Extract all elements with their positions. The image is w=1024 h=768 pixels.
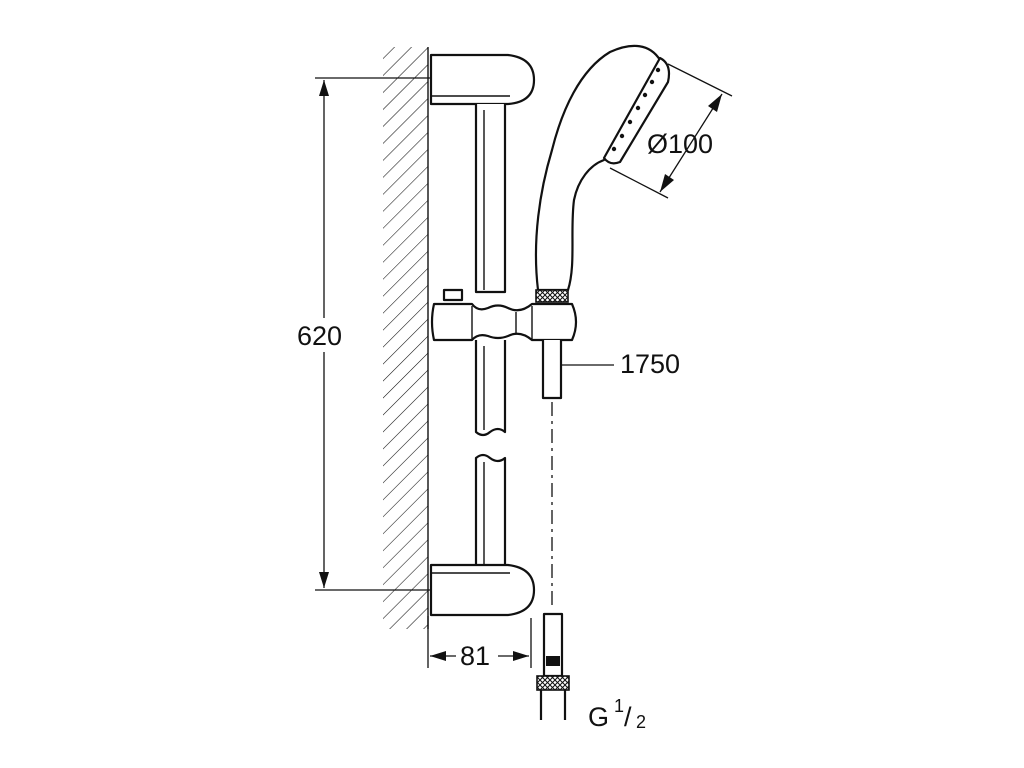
shower-hose	[536, 340, 570, 720]
hose-connector-knurled	[536, 675, 570, 691]
sliding-holder	[430, 288, 578, 342]
rail-bar-lower	[474, 340, 507, 437]
dimension-wall-distance: 81	[427, 616, 532, 672]
dim-label-620: 620	[297, 321, 342, 351]
thread-label-denominator: 2	[636, 712, 646, 732]
dim-label-diameter: Ø100	[647, 129, 713, 159]
dimension-hose-length: 1750	[561, 349, 680, 379]
bottom-wall-bracket	[429, 563, 536, 617]
thread-label-numerator: 1	[614, 696, 624, 716]
hand-shower	[534, 44, 671, 303]
thread-label-main: G	[588, 702, 609, 732]
thread-label-slash: /	[624, 702, 632, 732]
hose-nut-knurled	[535, 289, 569, 303]
top-wall-bracket	[429, 53, 536, 106]
slide-rail	[429, 53, 536, 617]
wall	[383, 47, 429, 629]
dim-label-81: 81	[460, 641, 490, 671]
dimension-head-diameter: Ø100	[609, 63, 733, 199]
dimension-rail-height: 620	[296, 77, 430, 591]
thread-label: G 1 / 2	[588, 696, 646, 732]
dim-label-1750: 1750	[620, 349, 680, 379]
rail-bar-upper	[474, 104, 507, 294]
